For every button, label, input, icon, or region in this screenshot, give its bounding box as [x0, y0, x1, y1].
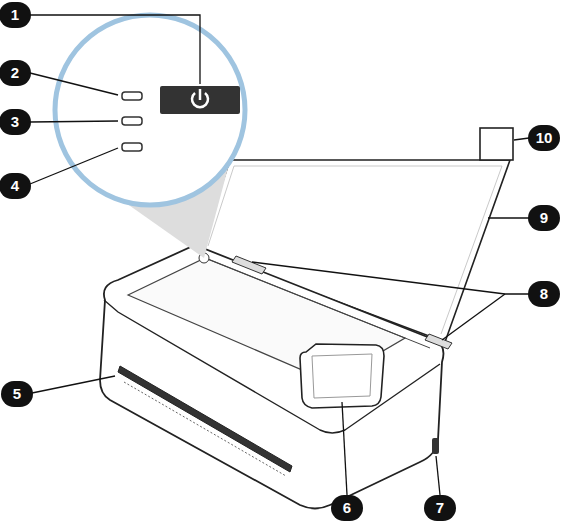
- callout-number: 4: [0, 173, 31, 199]
- leader-line: [30, 73, 118, 95]
- callout-number: 6: [331, 495, 363, 521]
- leader-line: [32, 376, 115, 393]
- leader-line: [488, 217, 529, 218]
- callout-number: 1: [0, 2, 31, 28]
- leader-lines: [30, 15, 529, 495]
- cover-tab: [480, 128, 513, 160]
- front-slot: [118, 366, 292, 472]
- control-pad: [300, 344, 384, 408]
- callout-number: 7: [424, 495, 456, 521]
- power-icon: [199, 89, 202, 100]
- paper-slot: [205, 258, 430, 348]
- power-button: [160, 86, 240, 114]
- leader-line: [30, 15, 200, 84]
- leader-line: [442, 294, 505, 340]
- callout-number: 3: [0, 109, 31, 135]
- printer-body: [100, 245, 443, 509]
- callout-number: 9: [528, 205, 560, 231]
- leader-line: [514, 138, 529, 140]
- leader-line: [436, 456, 440, 495]
- status-light: [122, 143, 142, 151]
- callout-number: 8: [528, 281, 560, 307]
- status-light: [122, 117, 142, 125]
- magnifier-circle: [55, 15, 245, 205]
- leader-line: [252, 262, 529, 294]
- status-light: [122, 92, 142, 100]
- leader-line: [342, 402, 347, 495]
- callout-number: 10: [528, 125, 560, 151]
- front-vent: [124, 382, 286, 476]
- leader-line: [30, 148, 118, 184]
- callout-number: 5: [1, 381, 33, 407]
- paper-guide: [232, 256, 266, 274]
- side-port: [432, 438, 439, 454]
- control-pad-inner: [312, 354, 372, 398]
- leader-line: [30, 121, 118, 122]
- callout-number: 2: [0, 60, 31, 86]
